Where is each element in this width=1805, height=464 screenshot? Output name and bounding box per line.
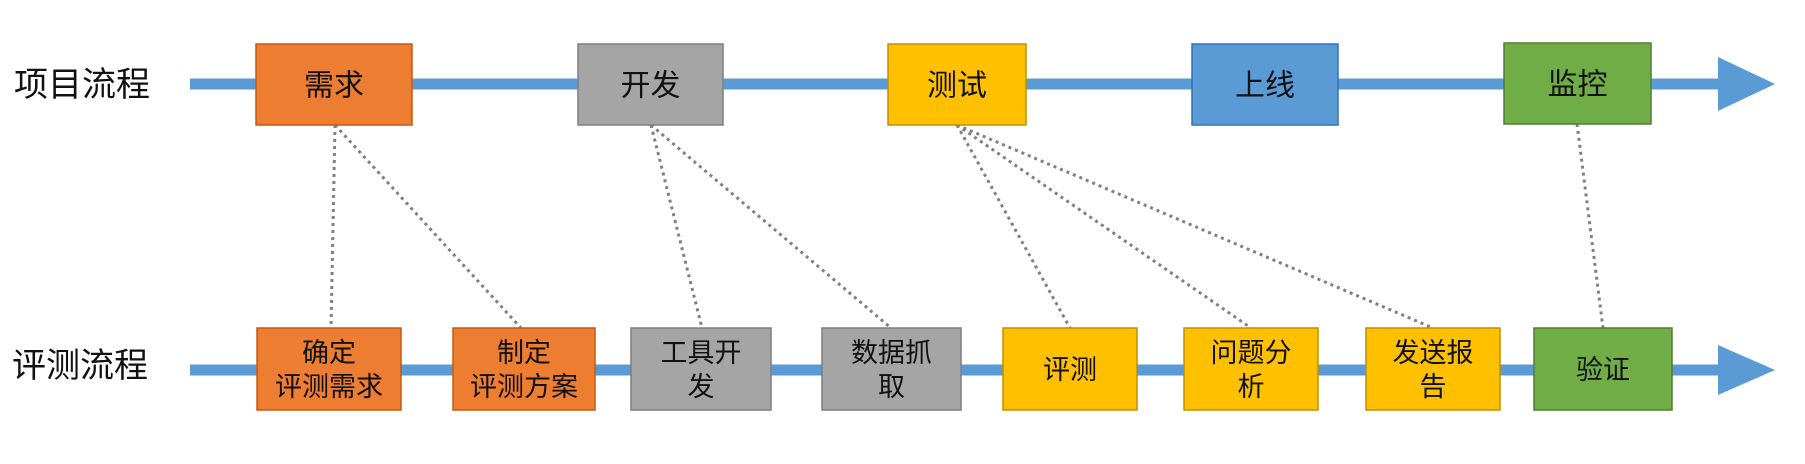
connector-lines [329, 123, 1605, 330]
connector-line [649, 124, 704, 329]
project-step-rect [577, 43, 724, 126]
connector-line [955, 124, 1072, 329]
project-step-rect [887, 43, 1027, 126]
connector-line [333, 123, 523, 330]
project-step-label: 需求 [304, 69, 364, 104]
project-step-box: 监控 [1503, 42, 1652, 125]
eval-step-label: 评测需求 [275, 372, 383, 403]
eval-step-label: 发送报 [1393, 338, 1474, 369]
project-step-box: 需求 [255, 43, 413, 126]
eval-step-rect [1365, 327, 1501, 411]
eval-step-label: 验证 [1576, 355, 1630, 386]
project-step-label: 开发 [621, 69, 681, 104]
connector-line [1575, 123, 1605, 329]
eval-step-label: 取 [878, 372, 905, 403]
eval-step-label: 评测 [1043, 355, 1097, 386]
eval-flow-label: 评测流程 [12, 346, 148, 386]
eval-step-label: 制定 [497, 338, 551, 369]
eval-step-label: 析 [1238, 372, 1265, 403]
project-step-rect [1191, 43, 1339, 126]
eval-step-rect [452, 327, 596, 411]
eval-step-label: 数据抓 [851, 338, 932, 369]
connector-line [956, 123, 1434, 330]
eval-step-rect [821, 327, 962, 411]
connector-line [329, 124, 337, 329]
eval-step-label: 工具开 [661, 338, 742, 369]
project-flow-label: 项目流程 [14, 65, 150, 105]
eval-step-label: 发 [688, 372, 715, 403]
eval-step-label: 评测方案 [470, 372, 578, 403]
project-timeline-arrowhead [1718, 57, 1775, 111]
project-step-rect [1503, 42, 1652, 125]
project-step-box: 开发 [577, 43, 724, 126]
connector-line [650, 123, 892, 330]
eval-step-label: 确定 [302, 338, 356, 369]
project-step-rect [255, 43, 413, 126]
eval-step-rect [1183, 327, 1319, 411]
eval-timeline-arrowhead [1718, 345, 1775, 395]
eval-step-box: 验证 [1533, 327, 1673, 411]
project-step-label: 监控 [1548, 68, 1608, 103]
eval-step-label: 问题分 [1211, 338, 1292, 369]
connector-line [956, 123, 1252, 330]
project-step-label: 上线 [1235, 69, 1295, 104]
project-step-label: 测试 [927, 69, 987, 104]
project-steps: 需求 开发 测试 上线 监控 [255, 42, 1652, 126]
project-step-box: 测试 [887, 43, 1027, 126]
eval-step-rect [630, 327, 772, 411]
eval-step-rect [1002, 327, 1138, 411]
project-step-box: 上线 [1191, 43, 1339, 126]
eval-step-box: 评测 [1002, 327, 1138, 411]
eval-step-rect [1533, 327, 1673, 411]
eval-step-rect [256, 327, 402, 411]
eval-step-label: 告 [1420, 372, 1447, 403]
